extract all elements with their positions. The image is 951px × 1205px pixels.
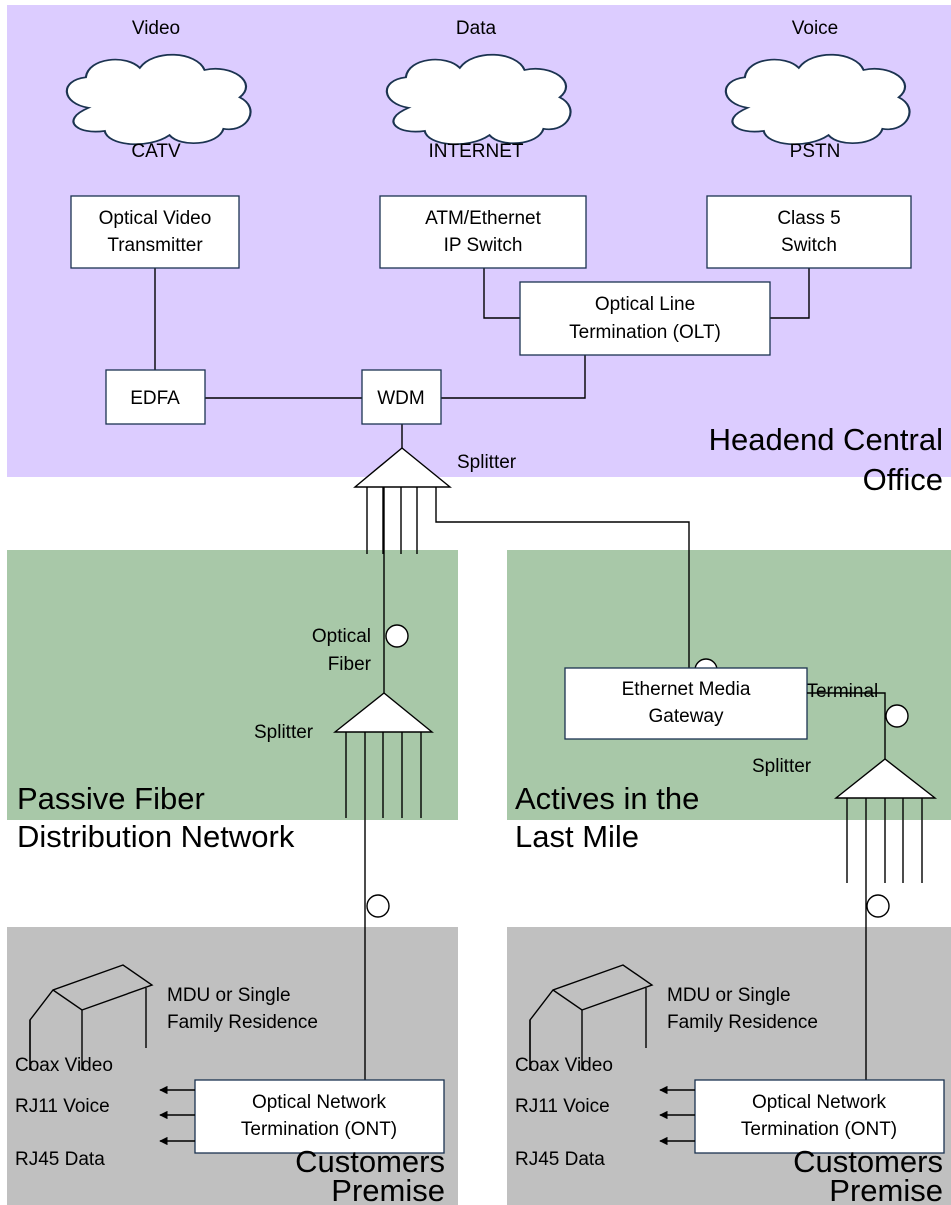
coax-video-label-right: Coax Video (515, 1055, 613, 1076)
olt-line1: Optical Line (595, 294, 695, 315)
premise-right-connector-icon (866, 894, 890, 918)
olt-line2: Termination (OLT) (569, 322, 721, 343)
wdm-box: WDM (361, 369, 442, 425)
ont-line1-right: Optical Network (752, 1092, 887, 1113)
headend-splitter-icon (353, 447, 452, 488)
residence-line1-right: MDU or Single (667, 985, 791, 1006)
ip-switch-line1: ATM/Ethernet (425, 208, 542, 229)
gateway-line2: Gateway (649, 706, 724, 727)
rj45-data-label-left: RJ45 Data (15, 1149, 105, 1170)
gateway-line1: Ethernet Media (622, 679, 751, 700)
cloud-category-data: Data (456, 18, 497, 39)
passive-splitter (332, 692, 434, 1012)
passive-region-label-line2: Distribution Network (17, 819, 295, 854)
premise-label-line2-left: Premise (331, 1173, 445, 1205)
cloud-name-internet: INTERNET (429, 141, 524, 162)
optical-video-transmitter-line1: Optical Video (99, 208, 212, 229)
ont-box-right (694, 1079, 945, 1154)
actives-region-label-line1: Actives in the (515, 781, 699, 816)
ont-rect-right (694, 1079, 945, 1154)
premise-label-line1-right: Customers (793, 1144, 943, 1179)
rj45-data-label-right: RJ45 Data (515, 1149, 605, 1170)
class5-switch-line1: Class 5 (777, 208, 840, 229)
rj11-voice-label-right: RJ11 Voice (515, 1096, 610, 1117)
premise-label-line2-right: Premise (829, 1173, 943, 1205)
headend-region-label-line2: Office (863, 462, 943, 497)
residence-line2-left: Family Residence (167, 1012, 318, 1033)
headend-links (154, 268, 810, 448)
fiber-connector-icon (385, 624, 409, 648)
wdm-label: WDM (377, 388, 424, 409)
optical-video-transmitter-line2: Transmitter (107, 235, 203, 256)
class5-switch-box: Class 5 Switch (706, 195, 912, 269)
rj11-voice-label-left: RJ11 Voice (15, 1096, 110, 1117)
residence-line2-right: Family Residence (667, 1012, 818, 1033)
coax-video-label-left: Coax Video (15, 1055, 113, 1076)
premise-left-connector-icon (366, 894, 390, 918)
ont-rect-left (194, 1079, 445, 1154)
optical-video-transmitter-box: Optical Video Transmitter (70, 195, 240, 269)
house-icon (29, 964, 154, 1070)
premise-label-line1-left: Customers (295, 1144, 445, 1179)
cloud-name-catv: CATV (131, 141, 181, 162)
ont-line1-left: Optical Network (252, 1092, 387, 1113)
ip-switch-box: ATM/Ethernet IP Switch (379, 195, 587, 269)
olt-box: Optical Line Termination (OLT) (519, 281, 771, 356)
gateway-to-splitter-link (807, 692, 886, 759)
actives-splitter (833, 758, 938, 1012)
ip-switch-line2: IP Switch (444, 235, 523, 256)
ont-line2-left: Termination (ONT) (241, 1119, 397, 1140)
cloud-category-video: Video (132, 18, 180, 39)
actives-region-label-line2: Last Mile (515, 819, 639, 854)
ont-box-left (194, 1079, 445, 1154)
passive-splitter-label: Splitter (254, 722, 314, 743)
cloud-category-voice: Voice (792, 18, 838, 39)
passive-region (7, 550, 458, 820)
passive-region-label-line1: Passive Fiber (17, 781, 205, 816)
class5-switch-line2: Switch (781, 235, 837, 256)
headend-splitter-label: Splitter (457, 452, 517, 473)
headend-region-label-line1: Headend Central (709, 422, 943, 457)
edfa-box: EDFA (105, 369, 206, 425)
house-icon (529, 964, 654, 1070)
premise-region-right (507, 927, 951, 1205)
ethernet-media-gateway-box: Ethernet Media Gateway (564, 667, 808, 740)
ont-line2-right: Termination (ONT) (741, 1119, 897, 1140)
actives-splitter-label: Splitter (752, 756, 812, 777)
optical-fiber-line2: Fiber (328, 654, 372, 675)
residence-line1-left: MDU or Single (167, 985, 291, 1006)
gateway-connector-icon (885, 704, 909, 728)
headend-splitter (353, 447, 690, 722)
optical-fiber-line1: Optical (312, 626, 371, 647)
cloud-name-pstn: PSTN (790, 141, 841, 162)
edfa-label: EDFA (130, 388, 180, 409)
